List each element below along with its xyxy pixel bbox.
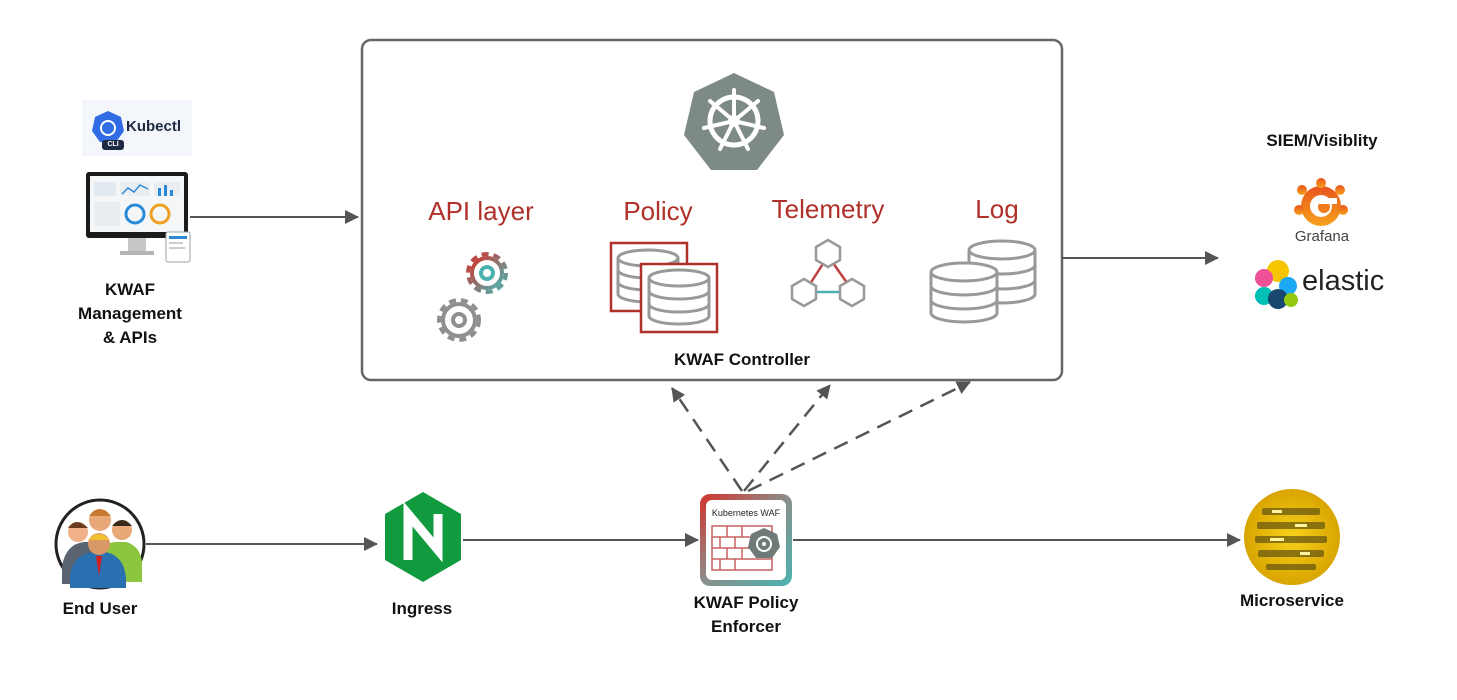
grafana-icon	[1294, 178, 1348, 226]
api-layer-label: API layer	[428, 196, 534, 226]
dashed-arrow-enforcer-to-log	[747, 380, 971, 493]
management-label-line-2: Management	[78, 304, 182, 323]
enforcer-label: KWAF Policy Enforcer	[666, 591, 826, 639]
dashed-arrow-enforcer-to-api	[670, 387, 744, 492]
nginx-icon	[385, 492, 461, 582]
dashed-arrow-enforcer-to-telemetry	[743, 384, 831, 492]
grafana-label: Grafana	[1294, 228, 1350, 245]
kubectl-logo	[82, 100, 192, 156]
enforcer-icon-text: Kubernetes WAF	[711, 508, 781, 518]
kubectl-cli-badge: CLI	[107, 141, 119, 148]
log-label: Log	[975, 194, 1019, 224]
microservice-icon	[1244, 489, 1340, 585]
elastic-label: elastic	[1302, 265, 1385, 297]
controller-title: KWAF Controller	[674, 350, 810, 369]
enforcer-label-line-2: Enforcer	[711, 617, 781, 636]
elastic-icon	[1255, 260, 1298, 309]
kubectl-logo-text: Kubectl	[126, 118, 182, 135]
monitor-icon	[86, 172, 191, 263]
connectors	[146, 210, 1241, 551]
management-label: KWAF Management & APIs	[60, 278, 200, 350]
kubernetes-helm-icon	[684, 73, 784, 170]
management-label-line-3: & APIs	[102, 328, 158, 347]
controller-box	[360, 38, 1064, 382]
database-icon	[609, 241, 719, 334]
gears-icon	[437, 252, 508, 342]
siem-title: SIEM/Visiblity	[1266, 131, 1378, 150]
users-icon	[54, 498, 146, 590]
waf-firewall-icon	[700, 494, 792, 586]
network-nodes-icon	[790, 238, 866, 308]
log-database-icon	[929, 239, 1037, 324]
policy-label: Policy	[623, 196, 693, 226]
microservice-label: Microservice	[1240, 591, 1344, 610]
management-label-line-1: KWAF	[104, 280, 156, 299]
telemetry-label: Telemetry	[771, 194, 885, 224]
enforcer-label-line-1: KWAF Policy	[693, 593, 799, 612]
ingress-label: Ingress	[391, 599, 453, 618]
end-user-label: End User	[62, 599, 138, 618]
